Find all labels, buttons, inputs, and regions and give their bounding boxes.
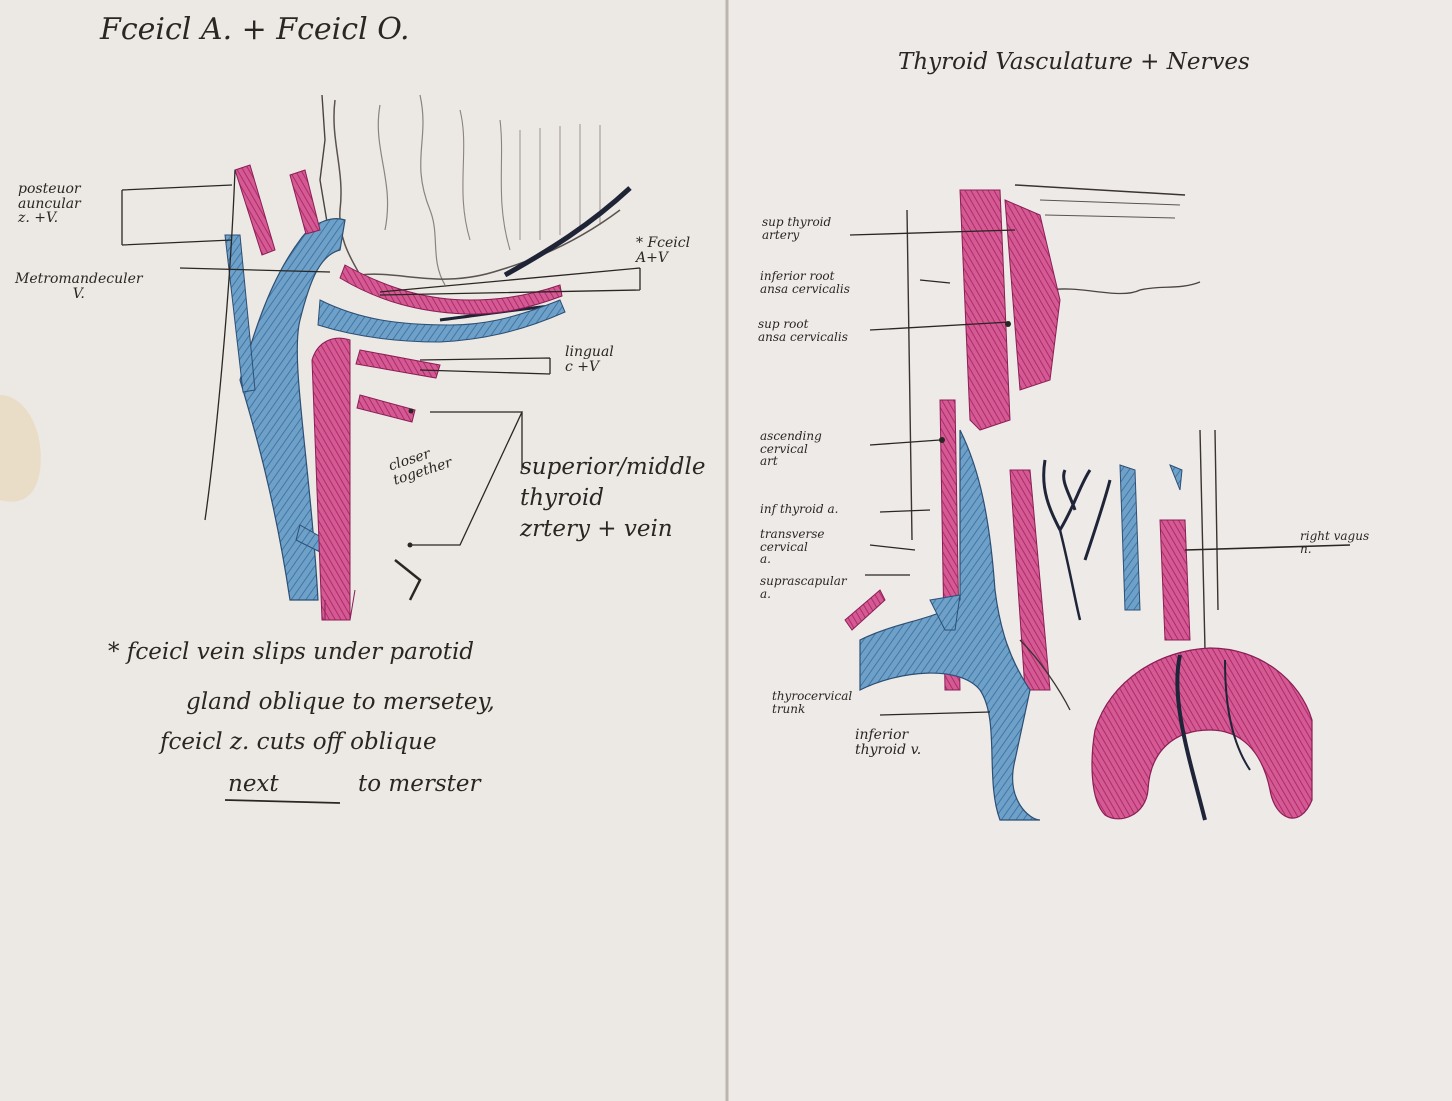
facial-diagram — [121, 94, 641, 621]
label-transverse-cervical: transverse cervical a. — [760, 527, 825, 567]
label-inferior-thyroid-v: inferior thyroid v. — [855, 727, 922, 758]
label-retromandibular: Metromandeculer V. — [15, 271, 143, 302]
label-lingual: lingual c +V — [565, 344, 614, 375]
note-line-2: gland oblique to mersetey, — [186, 689, 495, 715]
left-page — [0, 0, 727, 1101]
label-facial-av: * Fceicl A+V — [636, 235, 691, 266]
label-suprascapular: suprascapular a. — [760, 574, 847, 601]
note-line-1: * fceicl vein slips under parotid — [108, 639, 475, 665]
note-line-3: fceicl z. cuts off oblique — [160, 729, 437, 755]
note-next: next — [228, 771, 279, 797]
label-sup-thyroid-artery: sup thyroid artery — [762, 215, 832, 242]
label-sup-root-ansa: sup root ansa cervicalis — [758, 317, 848, 344]
right-title: Thyroid Vasculature + Nerves — [898, 49, 1250, 75]
label-superior-middle-thyroid: superior/middle thyroid zrtery + vein — [520, 454, 706, 543]
thyroid-diagram — [844, 184, 1351, 821]
label-ascending-cervical: ascending cervical art — [760, 429, 822, 469]
label-inferior-root-ansa: inferior root ansa cervicalis — [760, 269, 850, 296]
left-title: Fceicl A. + Fceicl O. — [100, 12, 410, 47]
label-inf-thyroid-a: inf thyroid a. — [760, 502, 839, 516]
label-thyrocervical-trunk: thyrocervical trunk — [772, 689, 853, 716]
label-posterior-auricular: posteuor auncular z. +V. — [18, 181, 81, 227]
coffee-stain — [0, 395, 41, 502]
label-right-vagus: right vagus n. — [1300, 529, 1370, 556]
note-line-4: to merster — [358, 771, 481, 797]
next-underline — [224, 799, 341, 804]
